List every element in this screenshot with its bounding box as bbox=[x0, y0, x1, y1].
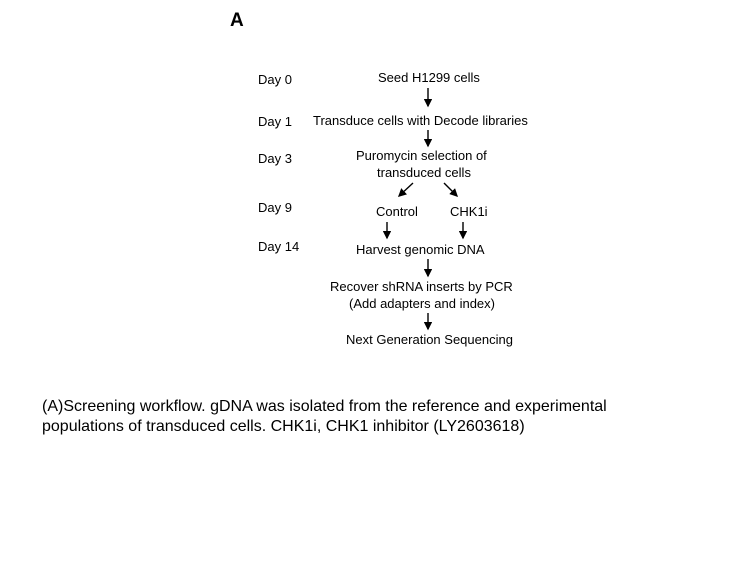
step-control: Control bbox=[376, 204, 418, 219]
step-sequencing: Next Generation Sequencing bbox=[346, 332, 513, 347]
arrow-to-chk1i bbox=[443, 182, 458, 197]
step-chk1i: CHK1i bbox=[450, 204, 488, 219]
step-transduce: Transduce cells with Decode libraries bbox=[313, 113, 528, 128]
caption-line-2: populations of transduced cells. CHK1i, … bbox=[42, 418, 525, 435]
step-puromycin-line2: transduced cells bbox=[377, 165, 471, 180]
panel-label: A bbox=[230, 10, 244, 31]
step-recover-line1: Recover shRNA inserts by PCR bbox=[330, 279, 513, 294]
day-label-3: Day 3 bbox=[258, 151, 292, 166]
arrow-to-control bbox=[397, 182, 414, 197]
day-label-0: Day 0 bbox=[258, 72, 292, 87]
caption-line-1: (A)Screening workflow. gDNA was isolated… bbox=[42, 398, 607, 415]
step-recover-line2: (Add adapters and index) bbox=[349, 296, 495, 311]
day-label-14: Day 14 bbox=[258, 239, 300, 254]
step-seed-cells: Seed H1299 cells bbox=[378, 70, 480, 85]
day-label-9: Day 9 bbox=[258, 200, 292, 215]
step-puromycin-line1: Puromycin selection of bbox=[356, 148, 487, 163]
day-label-1: Day 1 bbox=[258, 114, 292, 129]
figure-caption: (A)Screening workflow. gDNA was isolated… bbox=[42, 397, 732, 437]
step-harvest-dna: Harvest genomic DNA bbox=[356, 242, 485, 257]
